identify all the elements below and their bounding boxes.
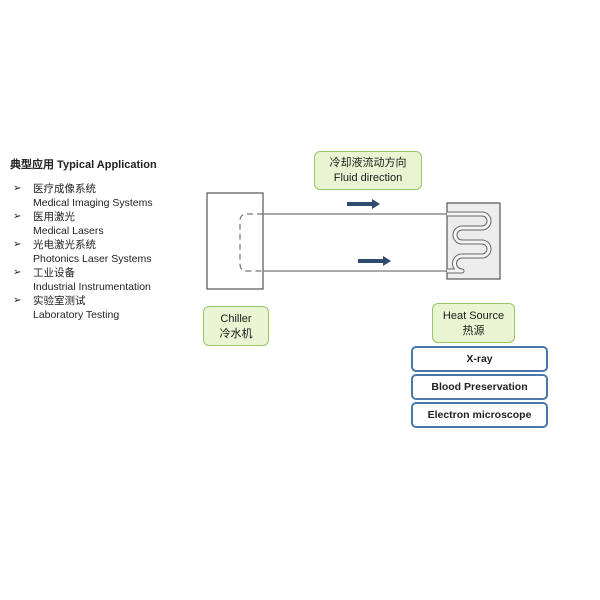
- chiller-unit: [206, 192, 264, 290]
- list-item: ➢ 工业设备 Industrial Instrumentation: [10, 266, 153, 294]
- application-list: ➢ 医疗成像系统 Medical Imaging Systems ➢ 医用激光 …: [10, 182, 153, 322]
- chiller-label-en: Chiller: [220, 313, 252, 325]
- heat-source-label-zh: 热源: [462, 325, 485, 337]
- fluid-direction-en: Fluid direction: [333, 172, 403, 184]
- application-name-zh: 医疗成像系统: [33, 183, 96, 195]
- application-name-zh: 实验室测试: [33, 295, 86, 307]
- flow-arrow-icon: [347, 199, 380, 209]
- use-case-xray: X-ray: [411, 346, 548, 372]
- heat-source-label: Heat Source 热源: [432, 303, 515, 343]
- application-name-en: Medical Imaging Systems: [33, 197, 153, 209]
- bullet-arrow-icon: ➢: [13, 239, 22, 250]
- application-name-en: Industrial Instrumentation: [33, 281, 151, 293]
- fluid-direction-label: 冷却液流动方向 Fluid direction: [314, 151, 422, 190]
- bullet-arrow-icon: ➢: [13, 183, 22, 194]
- list-item: ➢ 实验室测试 Laboratory Testing: [10, 294, 153, 322]
- bullet-arrow-icon: ➢: [13, 295, 22, 306]
- list-item: ➢ 医用激光 Medical Lasers: [10, 210, 153, 238]
- application-name-en: Photonics Laser Systems: [33, 253, 152, 265]
- flow-arrow-icon: [358, 256, 391, 266]
- application-name-en: Laboratory Testing: [33, 309, 120, 321]
- use-case-blood-preservation: Blood Preservation: [411, 374, 548, 400]
- application-name-en: Medical Lasers: [33, 225, 104, 237]
- chiller-label-zh: 冷水机: [219, 328, 253, 340]
- use-case-electron-microscope: Electron microscope: [411, 402, 548, 428]
- list-item: ➢ 医疗成像系统 Medical Imaging Systems: [10, 182, 153, 210]
- bullet-arrow-icon: ➢: [13, 211, 22, 222]
- bullet-arrow-icon: ➢: [13, 267, 22, 278]
- chiller-label: Chiller 冷水机: [203, 306, 269, 346]
- fluid-direction-zh: 冷却液流动方向: [329, 157, 407, 169]
- list-item: ➢ 光电激光系统 Photonics Laser Systems: [10, 238, 153, 266]
- section-heading: 典型应用 Typical Application: [10, 159, 157, 171]
- application-name-zh: 光电激光系统: [33, 239, 96, 251]
- heat-source-label-en: Heat Source: [442, 310, 505, 322]
- application-name-zh: 工业设备: [33, 267, 75, 279]
- application-name-zh: 医用激光: [33, 211, 75, 223]
